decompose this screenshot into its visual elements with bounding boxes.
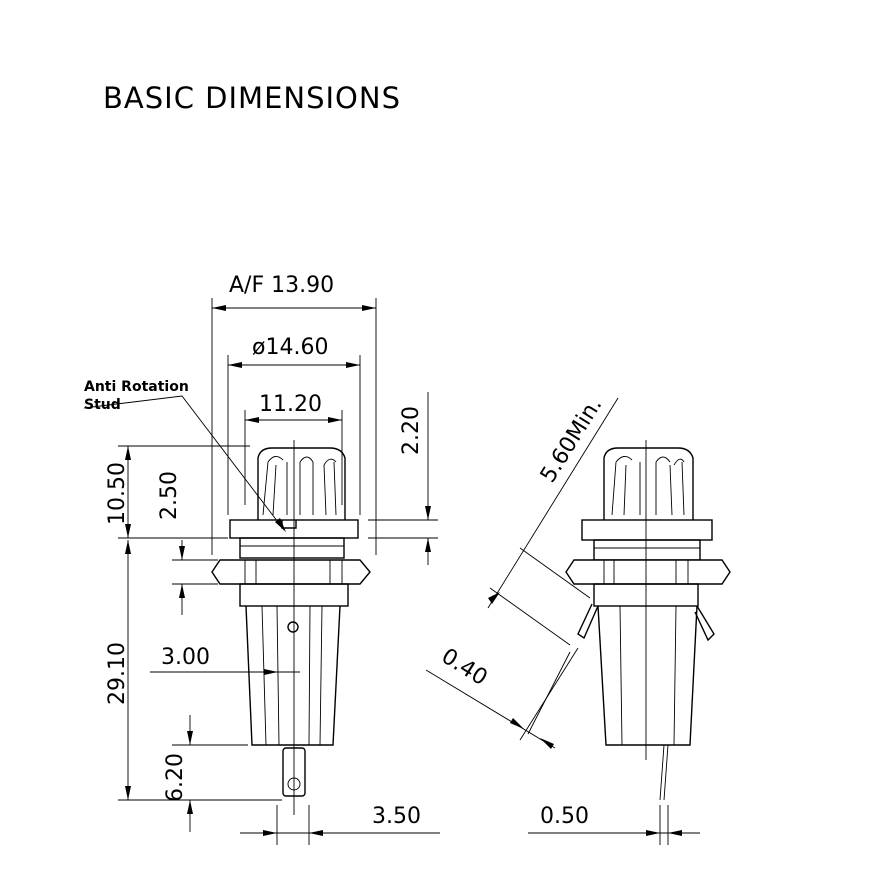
annotation-line2: Stud — [84, 397, 121, 413]
dim-thickness: 0.40 — [437, 644, 492, 691]
dim-terminal: 6.20 — [163, 753, 188, 802]
dim-terminal-width: 3.50 — [372, 804, 421, 829]
dim-height-cap-flange: 2.50 — [157, 471, 182, 520]
front-view-dimensions: A/F 13.90 ø14.60 11.20 2.20 10.50 — [83, 273, 440, 845]
front-view — [211, 440, 371, 815]
dim-height-total-upper: 10.50 — [105, 462, 130, 525]
side-view-dimensions: 5.60Min. 0.40 0.50 — [425, 393, 700, 845]
dim-diameter: ø14.60 — [252, 335, 328, 360]
page-title: BASIC DIMENSIONS — [103, 81, 401, 115]
annotation-line1: Anti Rotation — [84, 379, 189, 395]
dim-height-cap: 2.20 — [399, 406, 424, 455]
dim-width-top: 11.20 — [259, 392, 322, 417]
dim-af: A/F 13.90 — [229, 273, 334, 298]
dim-height-body: 29.10 — [105, 642, 130, 705]
side-view — [565, 440, 731, 801]
dim-width-body: 3.00 — [161, 645, 210, 670]
dim-gap: 0.50 — [540, 804, 589, 829]
